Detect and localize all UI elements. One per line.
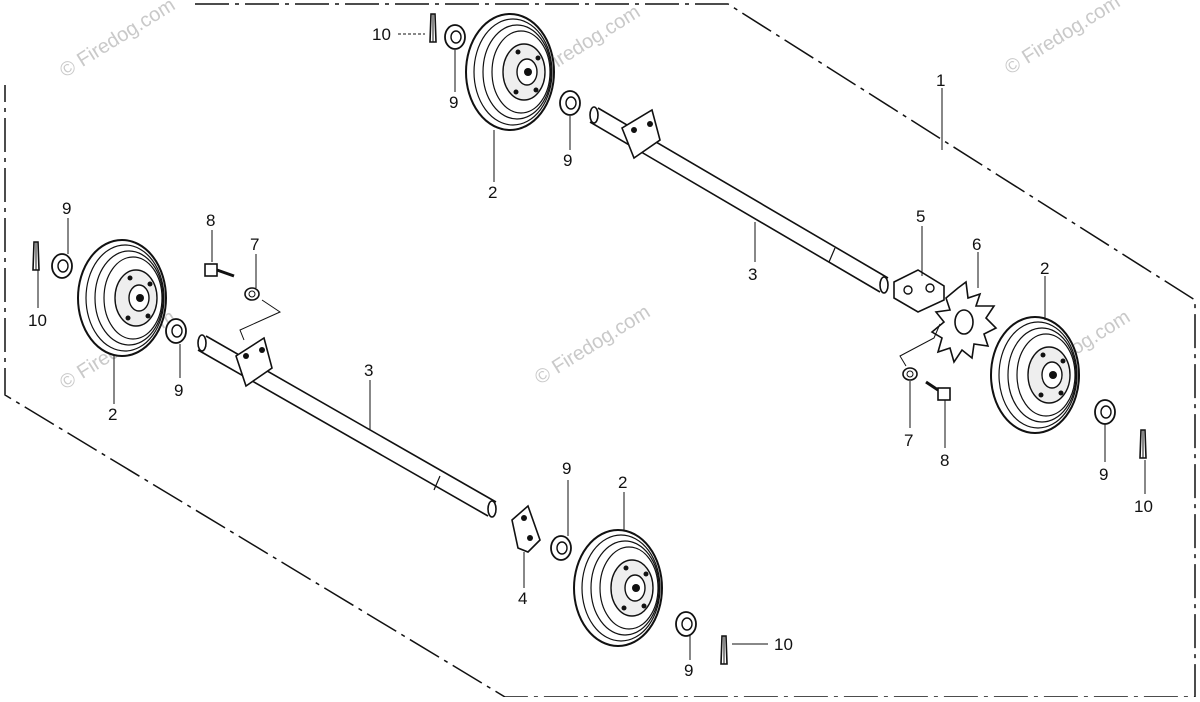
callout-10: 10	[774, 635, 793, 654]
bracket-plate	[511, 504, 541, 553]
callout-2: 2	[618, 473, 627, 492]
bolt	[204, 263, 235, 278]
callout-3: 3	[748, 265, 757, 284]
svg-text:© Firedog.com: © Firedog.com	[1001, 0, 1124, 79]
washer	[675, 611, 697, 637]
washer	[51, 253, 73, 279]
callout-9: 9	[62, 199, 71, 218]
cotter-pin	[429, 13, 437, 43]
callout-9: 9	[1099, 465, 1108, 484]
callout-9: 9	[684, 661, 693, 680]
wheel-bottom	[573, 529, 663, 647]
star-plate	[930, 280, 998, 364]
callout-10: 10	[372, 25, 391, 44]
leader-lines	[37, 33, 1146, 660]
washer	[165, 318, 187, 344]
callout-9: 9	[174, 381, 183, 400]
cotter-pin	[720, 635, 728, 665]
washer	[550, 535, 572, 561]
cotter-pin	[1139, 429, 1147, 459]
callout-8: 8	[206, 211, 215, 230]
callout-2: 2	[108, 405, 117, 424]
axle-lower	[197, 334, 497, 518]
callout-9: 9	[563, 151, 572, 170]
svg-text:© Firedog.com: © Firedog.com	[531, 301, 654, 389]
callout-3: 3	[364, 361, 373, 380]
nut	[902, 367, 918, 381]
bolt	[925, 380, 951, 401]
wheel-top	[465, 13, 555, 131]
washer	[444, 24, 466, 50]
svg-text:© Firedog.com: © Firedog.com	[56, 0, 179, 82]
mount-bracket	[893, 269, 945, 313]
callout-5: 5	[916, 207, 925, 226]
callout-4: 4	[518, 589, 527, 608]
callout-7: 7	[904, 431, 913, 450]
callout-9: 9	[449, 93, 458, 112]
cotter-pin	[32, 241, 40, 271]
callout-6: 6	[972, 235, 981, 254]
nut	[244, 287, 260, 301]
washer	[559, 90, 581, 116]
callout-7: 7	[250, 235, 259, 254]
axle-upper	[589, 106, 889, 294]
callout-8: 8	[940, 451, 949, 470]
wheel-left	[77, 239, 167, 357]
callout-labels: 1 10 9 9 2 3 5 6 2 7 8 9 10 9 8 7 10 2 9…	[28, 25, 1153, 680]
callout-2: 2	[488, 183, 497, 202]
callout-10: 10	[1134, 497, 1153, 516]
callout-2: 2	[1040, 259, 1049, 278]
callout-1: 1	[936, 71, 945, 90]
wheel-right	[990, 316, 1080, 434]
washer	[1094, 399, 1116, 425]
callout-10: 10	[28, 311, 47, 330]
callout-9: 9	[562, 459, 571, 478]
